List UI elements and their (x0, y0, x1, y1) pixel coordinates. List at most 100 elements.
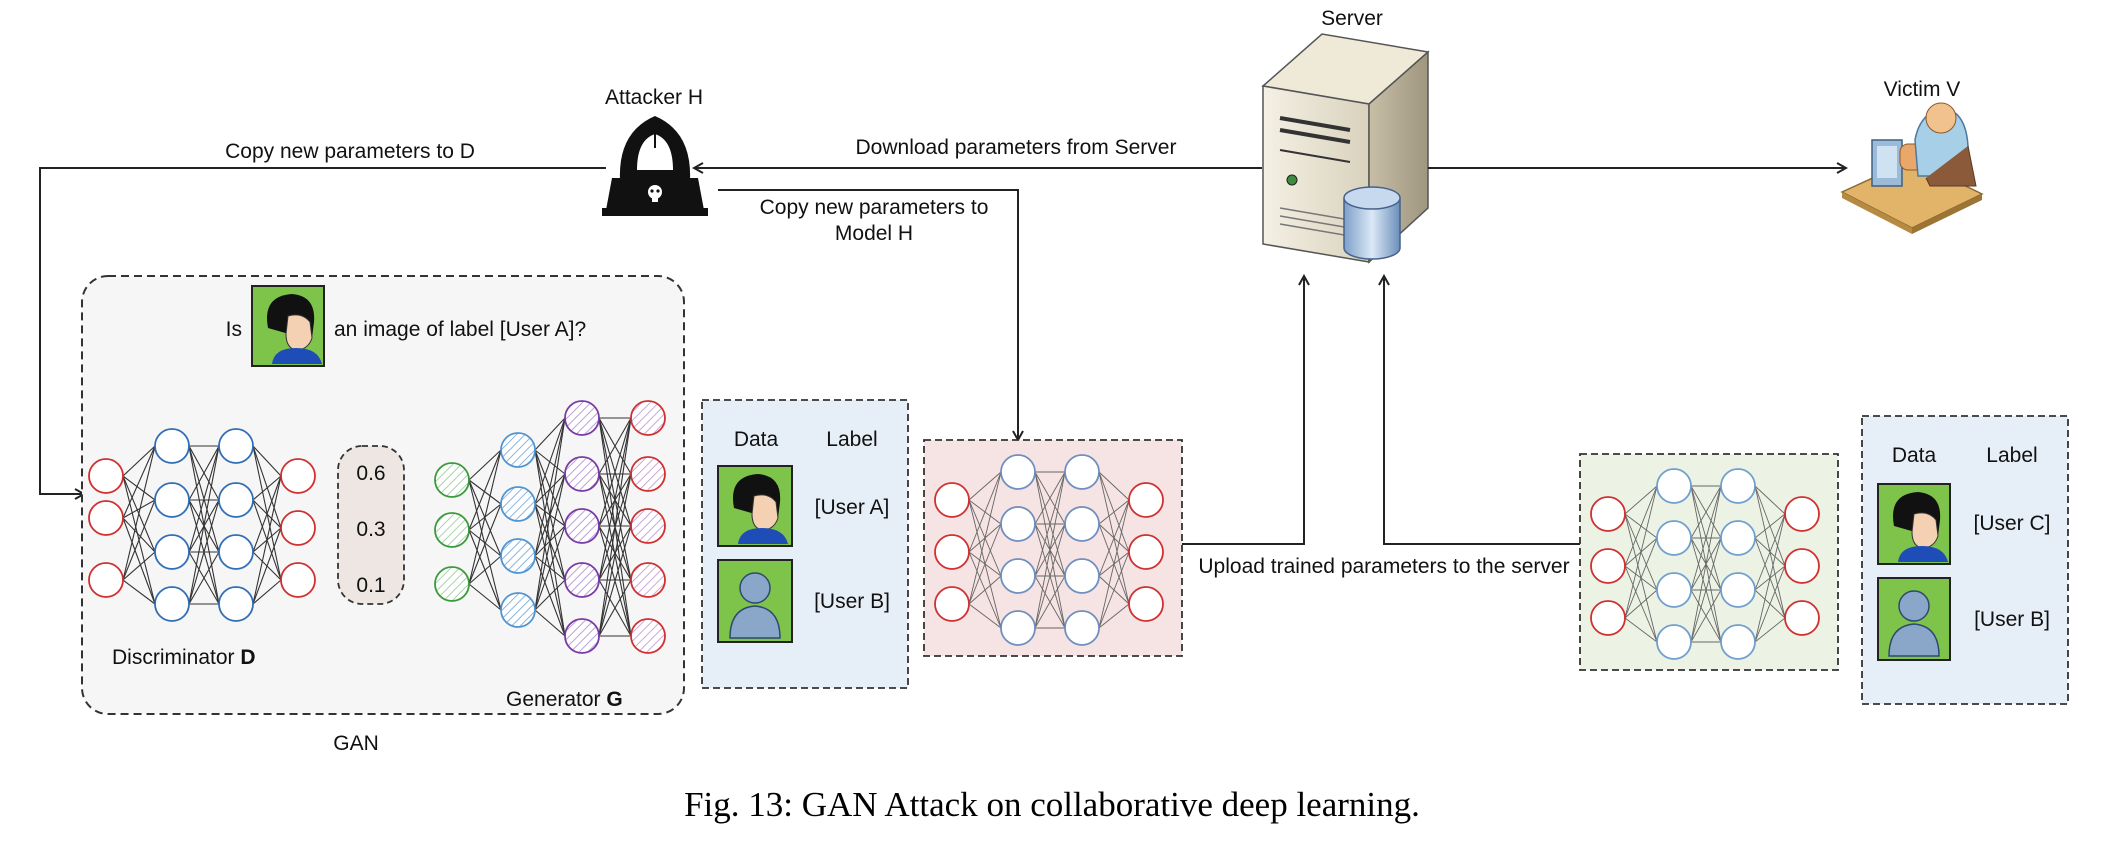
nn-node (1720, 468, 1756, 504)
nn-edge (122, 445, 156, 519)
nn-edge (122, 445, 156, 477)
nn-node (1590, 496, 1626, 532)
discriminator-symbol: D (240, 646, 255, 669)
attacker-face-image (717, 465, 793, 547)
server-label: Server (1321, 7, 1383, 30)
nn-node (630, 400, 666, 436)
nn-node (934, 534, 970, 570)
probability-1: 0.6 (356, 462, 385, 485)
nn-node (280, 510, 316, 546)
nn-edge (1754, 485, 1786, 515)
server-icon (1261, 33, 1430, 264)
victim-data-header: Data (1892, 444, 1937, 467)
attacker-silhouette-image (717, 559, 793, 643)
nn-edge (468, 555, 502, 585)
nn-edge (598, 525, 632, 637)
discriminator-network (88, 428, 316, 622)
generator-label: Generator G (506, 688, 623, 711)
nn-edge (1098, 499, 1130, 629)
probability-3: 0.1 (356, 574, 385, 597)
nn-node (1000, 610, 1036, 646)
nn-node (630, 508, 666, 544)
nn-edge (1098, 471, 1130, 501)
nn-node (1064, 558, 1100, 594)
victim-silhouette-image (1877, 577, 1951, 661)
nn-node (1720, 572, 1756, 608)
victim-face-image (1877, 483, 1951, 565)
nn-edge (598, 579, 632, 637)
nn-node (434, 462, 470, 498)
nn-edge (1624, 617, 1658, 643)
nn-edge (1754, 513, 1786, 643)
nn-edge (1624, 485, 1658, 515)
nn-edge (598, 417, 632, 475)
generator-symbol: G (606, 688, 622, 711)
nn-edge (1034, 523, 1066, 629)
attacker-row-2-label: [User B] (814, 590, 890, 613)
nn-edge (598, 473, 632, 637)
nn-edge (598, 417, 632, 527)
nn-node (280, 458, 316, 494)
nn-node (154, 428, 190, 464)
nn-node (630, 456, 666, 492)
copy-to-d-label: Copy new parameters to D (225, 140, 475, 163)
nn-node (934, 586, 970, 622)
nn-edge (122, 517, 156, 605)
nn-edge (1690, 485, 1722, 539)
nn-edge (534, 473, 566, 611)
nn-edge (122, 551, 156, 581)
nn-node (1128, 534, 1164, 570)
nn-node (88, 500, 124, 536)
nn-edge (252, 445, 282, 477)
nn-node (434, 512, 470, 548)
nn-edge (1098, 603, 1130, 629)
nn-edge (468, 449, 502, 481)
nn-edge (598, 417, 632, 637)
discriminator-label: Discriminator D (112, 646, 256, 669)
upload-arrow-victim (1384, 276, 1580, 545)
nn-node (434, 566, 470, 602)
attacker-model-network (934, 454, 1164, 646)
nn-edge (1624, 485, 1658, 567)
nn-edge (188, 499, 220, 605)
nn-edge (1754, 565, 1786, 643)
nn-edge (188, 551, 220, 605)
nn-node (1720, 520, 1756, 556)
nn-node (934, 482, 970, 518)
nn-node (1784, 548, 1820, 584)
nn-node (1590, 548, 1626, 584)
nn-edge (468, 449, 502, 531)
nn-edge (1754, 617, 1786, 643)
nn-edge (468, 479, 502, 505)
nn-edge (1624, 485, 1658, 619)
nn-edge (468, 583, 502, 611)
attacker-label: Attacker H (605, 86, 703, 109)
nn-node (1000, 558, 1036, 594)
generator-network (434, 400, 666, 654)
nn-node (1590, 600, 1626, 636)
upload-arrow-attacker (1182, 276, 1304, 545)
nn-node (88, 562, 124, 598)
nn-edge (968, 523, 1002, 605)
attacker-label-header: Label (826, 428, 877, 451)
nn-edge (1754, 513, 1786, 591)
nn-node (1064, 610, 1100, 646)
nn-node (154, 482, 190, 518)
nn-edge (1034, 575, 1066, 629)
probability-2: 0.3 (356, 518, 385, 541)
download-label: Download parameters from Server (856, 136, 1177, 159)
nn-edge (1098, 499, 1130, 525)
nn-node (564, 456, 600, 492)
attacker-data-header: Data (734, 428, 779, 451)
nn-node (154, 586, 190, 622)
nn-node (564, 508, 600, 544)
nn-node (630, 618, 666, 654)
nn-edge (1034, 471, 1066, 577)
nn-edge (534, 525, 566, 611)
nn-edge (122, 445, 156, 581)
nn-node (564, 618, 600, 654)
nn-edge (534, 503, 566, 637)
nn-edge (968, 603, 1002, 629)
nn-node (630, 562, 666, 598)
nn-node (500, 538, 536, 574)
